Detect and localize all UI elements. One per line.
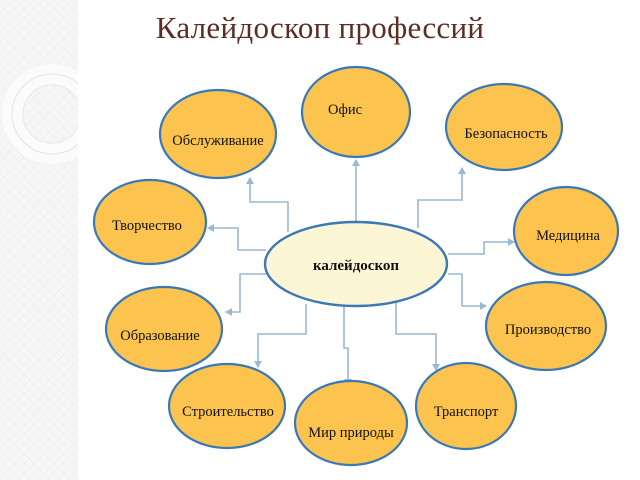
node-label: Медицина <box>536 228 600 244</box>
decorative-ring-icon <box>2 64 78 164</box>
node-office[interactable]: Офис <box>300 65 412 159</box>
connector-service <box>246 177 289 232</box>
node-medicine[interactable]: Медицина <box>512 185 620 277</box>
node-security[interactable]: Безопасность <box>444 82 564 172</box>
connector-security <box>417 167 466 228</box>
node-service[interactable]: Обслуживание <box>158 88 278 180</box>
node-production[interactable]: Производство <box>484 280 608 372</box>
node-construction[interactable]: Строительство <box>167 362 287 450</box>
node-label: Производство <box>505 322 591 338</box>
connector-medicine <box>448 238 515 255</box>
connector-production <box>448 273 487 310</box>
node-label: Офис <box>328 102 362 118</box>
connector-creativity <box>207 224 266 251</box>
left-decoration <box>0 0 78 480</box>
node-creativity[interactable]: Творчество <box>92 178 208 266</box>
node-label: Образование <box>120 328 199 344</box>
node-education[interactable]: Образование <box>104 285 224 373</box>
node-label: Безопасность <box>464 126 548 142</box>
slide-title: Калейдоскоп профессий <box>155 10 485 45</box>
node-label: Строительство <box>182 404 274 420</box>
connector-education <box>225 273 268 316</box>
connector-transport <box>395 296 440 371</box>
node-label: Транспорт <box>434 404 499 420</box>
connectors <box>207 159 515 386</box>
center-node[interactable]: калейдоскоп <box>263 220 449 308</box>
connector-construction <box>254 304 307 368</box>
center-label: калейдоскоп <box>313 258 399 274</box>
node-nature[interactable]: Мир природы <box>293 379 409 467</box>
node-transport[interactable]: Транспорт <box>414 361 518 451</box>
profession-nodes: Офис Безопасность Медицина Производство … <box>92 65 620 467</box>
connector-nature <box>343 306 352 386</box>
node-label: Творчество <box>112 218 182 234</box>
node-label: Мир природы <box>308 425 394 441</box>
node-label: Обслуживание <box>172 133 263 149</box>
